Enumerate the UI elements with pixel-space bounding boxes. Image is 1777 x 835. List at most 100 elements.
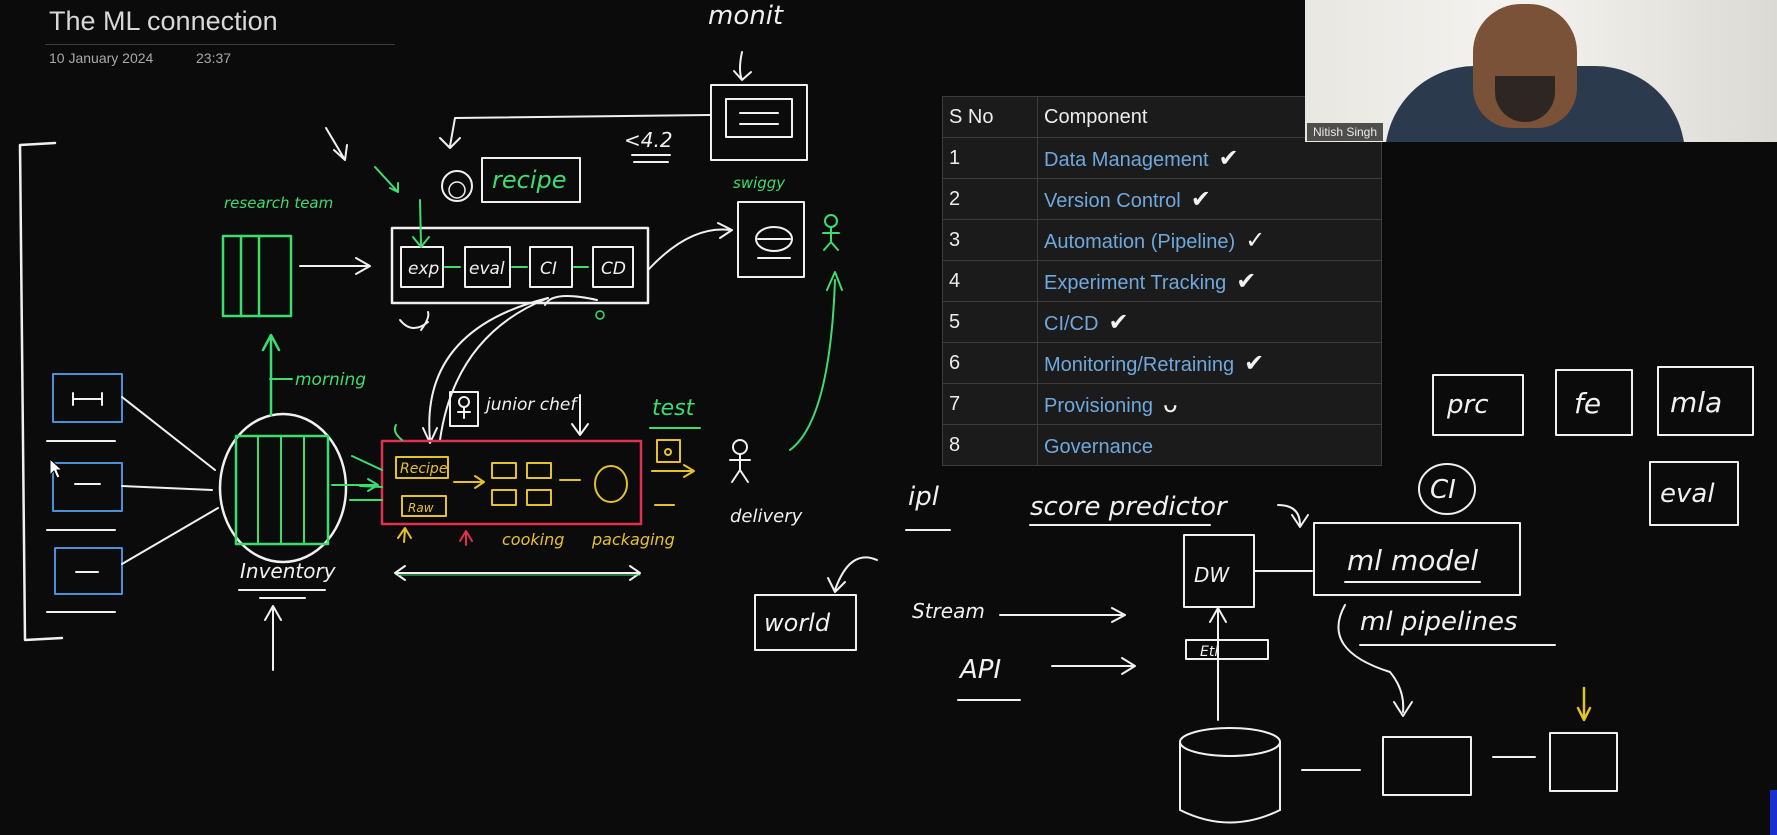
row-sno: 3 bbox=[942, 219, 1038, 261]
label-ml-pipelines: ml pipelines bbox=[1360, 607, 1518, 637]
edge-marker bbox=[1770, 790, 1777, 835]
label-fe: fe bbox=[1574, 387, 1601, 420]
left-bracket bbox=[18, 141, 64, 642]
check-icon: ✔ bbox=[1108, 308, 1129, 336]
label-world: world bbox=[764, 609, 831, 637]
row-sno: 2 bbox=[942, 178, 1038, 220]
table-row: 2 Version Control✔ bbox=[942, 178, 1382, 220]
row-component: CI/CD✔ bbox=[1037, 301, 1382, 343]
check-icon: ᴗ bbox=[1162, 390, 1178, 418]
kitchen-box bbox=[380, 439, 643, 526]
table-row: 3 Automation (Pipeline)✓ bbox=[942, 219, 1382, 261]
label-exp: exp bbox=[408, 259, 440, 279]
label-recipe-small: Recipe bbox=[400, 461, 447, 477]
label-test: test bbox=[652, 396, 696, 421]
webcam-overlay: Nitish Singh bbox=[1305, 0, 1777, 142]
label-eval-right: eval bbox=[1660, 479, 1715, 509]
label-monitor: monit bbox=[708, 1, 784, 31]
ci-circle bbox=[1418, 463, 1476, 515]
label-research-team: research team bbox=[224, 194, 333, 212]
check-icon: ✓ bbox=[1245, 226, 1266, 254]
label-ci: CI bbox=[540, 259, 557, 279]
label-mla: mla bbox=[1670, 386, 1722, 419]
junior-chef-icon bbox=[449, 391, 479, 427]
label-stream: Stream bbox=[912, 599, 985, 623]
row-component: Version Control✔ bbox=[1037, 178, 1382, 220]
page-time: 23:37 bbox=[196, 50, 232, 66]
label-cooking: cooking bbox=[502, 530, 564, 549]
label-morning: morning bbox=[295, 370, 366, 390]
table-row: 6 Monitoring/Retraining✔ bbox=[942, 342, 1382, 384]
pipeline-box bbox=[390, 199, 650, 331]
row-sno: 4 bbox=[942, 260, 1038, 302]
label-code-version: <4.2 bbox=[624, 128, 673, 152]
mouse-cursor-icon bbox=[49, 458, 63, 479]
label-prc: prc bbox=[1446, 390, 1489, 420]
ml-model-box bbox=[1313, 522, 1521, 596]
check-icon: ✔ bbox=[1236, 267, 1257, 295]
label-dw: DW bbox=[1194, 563, 1230, 587]
header-sno: S No bbox=[942, 96, 1038, 138]
row-component: Governance bbox=[1037, 424, 1382, 466]
source-boxes bbox=[52, 373, 123, 595]
prc-box bbox=[1432, 374, 1524, 436]
table-row: 1 Data Management✔ bbox=[942, 137, 1382, 179]
title-divider bbox=[45, 44, 395, 45]
label-api: API bbox=[958, 655, 1001, 685]
world-box bbox=[754, 594, 857, 651]
row-component: Monitoring/Retraining✔ bbox=[1037, 342, 1382, 384]
table-row: 4 Experiment Tracking✔ bbox=[942, 260, 1382, 302]
row-sno: 8 bbox=[942, 424, 1038, 466]
delivery-person-icon bbox=[729, 439, 751, 483]
row-sno: 5 bbox=[942, 301, 1038, 343]
label-ml-model: ml model bbox=[1347, 544, 1478, 577]
arrow-research-to-pipeline bbox=[299, 257, 371, 275]
check-icon: ✔ bbox=[1244, 349, 1265, 377]
presenter-name-tag: Nitish Singh bbox=[1307, 123, 1384, 141]
research-team-store bbox=[221, 234, 293, 417]
label-ci-right: CI bbox=[1430, 475, 1456, 505]
row-component: Data Management✔ bbox=[1037, 137, 1382, 179]
row-component: Automation (Pipeline)✓ bbox=[1037, 219, 1382, 261]
recipe-box bbox=[481, 157, 581, 203]
label-raw: Raw bbox=[408, 501, 434, 515]
arrow-monitor-to-recipe bbox=[439, 114, 711, 149]
label-ipl: ipl bbox=[908, 482, 940, 512]
label-eval: eval bbox=[469, 259, 505, 279]
row-sno: 7 bbox=[942, 383, 1038, 425]
fe-box bbox=[1555, 369, 1633, 436]
table-row: 8 Governance bbox=[942, 424, 1382, 466]
mla-box bbox=[1657, 366, 1754, 436]
presenter-beard bbox=[1495, 76, 1555, 122]
components-table: S No Component 1 Data Management✔ 2 Vers… bbox=[942, 96, 1382, 466]
page-title: The ML connection bbox=[49, 6, 278, 36]
label-packaging: packaging bbox=[591, 530, 675, 549]
swiggy-phone bbox=[737, 201, 805, 278]
label-score-predictor: score predictor bbox=[1030, 492, 1229, 522]
eval-box bbox=[1649, 461, 1739, 526]
row-sno: 1 bbox=[942, 137, 1038, 179]
check-icon: ✔ bbox=[1190, 185, 1211, 213]
row-sno: 6 bbox=[942, 342, 1038, 384]
source-box-marks bbox=[46, 392, 219, 613]
etl-box bbox=[1185, 639, 1269, 660]
label-junior-chef: junior chef bbox=[484, 395, 579, 415]
page-date: 10 January 2024 bbox=[49, 50, 154, 66]
pipeline-step-box-2 bbox=[1549, 732, 1618, 792]
label-recipe: recipe bbox=[492, 166, 567, 194]
chef-hat-icon bbox=[441, 170, 473, 202]
row-component: Experiment Tracking✔ bbox=[1037, 260, 1382, 302]
label-delivery: delivery bbox=[730, 506, 803, 527]
check-icon: ✔ bbox=[1218, 144, 1239, 172]
database-cylinder bbox=[1179, 727, 1281, 824]
customer-icon bbox=[822, 214, 840, 251]
label-swiggy: swiggy bbox=[733, 174, 786, 192]
pipeline-step-box bbox=[1382, 736, 1472, 796]
table-row: 5 CI/CD✔ bbox=[942, 301, 1382, 343]
inventory-store bbox=[218, 412, 348, 671]
label-etl: Etl bbox=[1200, 644, 1218, 660]
label-cd: CD bbox=[601, 259, 626, 279]
